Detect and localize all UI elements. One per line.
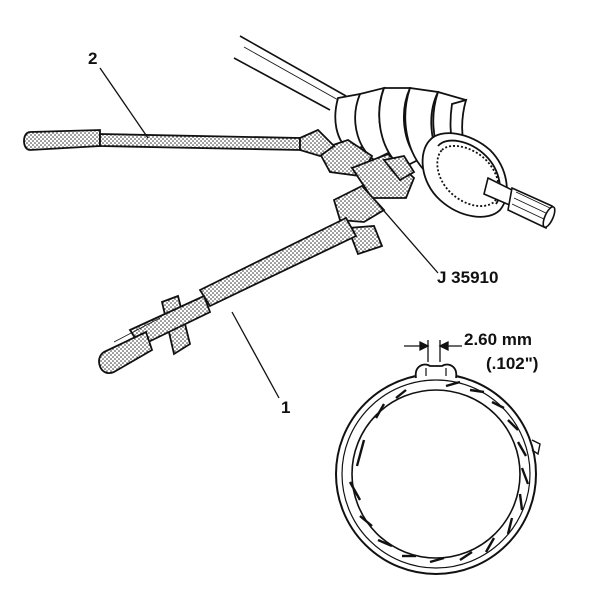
leader-line-tool <box>377 203 439 274</box>
dimension-inch-label: (.102") <box>486 354 539 373</box>
clamp-ear <box>414 363 458 379</box>
tool-number-label: J 35910 <box>437 268 499 287</box>
callout-label-1: 1 <box>281 398 291 417</box>
cv-joint-housing <box>421 132 508 218</box>
ratchet-handle <box>98 294 212 374</box>
stub-shaft <box>483 176 556 230</box>
clamp-hatching <box>348 380 530 564</box>
axle-shaft <box>233 35 347 111</box>
dimension-markers <box>404 340 462 362</box>
callout-label-2: 2 <box>88 49 98 68</box>
pliers-handle <box>23 128 336 157</box>
dimension-mm-label: 2.60 mm <box>464 330 533 349</box>
leader-line-2 <box>99 67 149 139</box>
clamp-tab <box>531 439 541 456</box>
crimp-tool-jaws <box>316 139 416 199</box>
pliers-lower-arm <box>198 184 386 308</box>
leader-lines <box>99 67 439 399</box>
clamp-detail <box>335 363 541 575</box>
leader-line-1 <box>231 311 280 399</box>
